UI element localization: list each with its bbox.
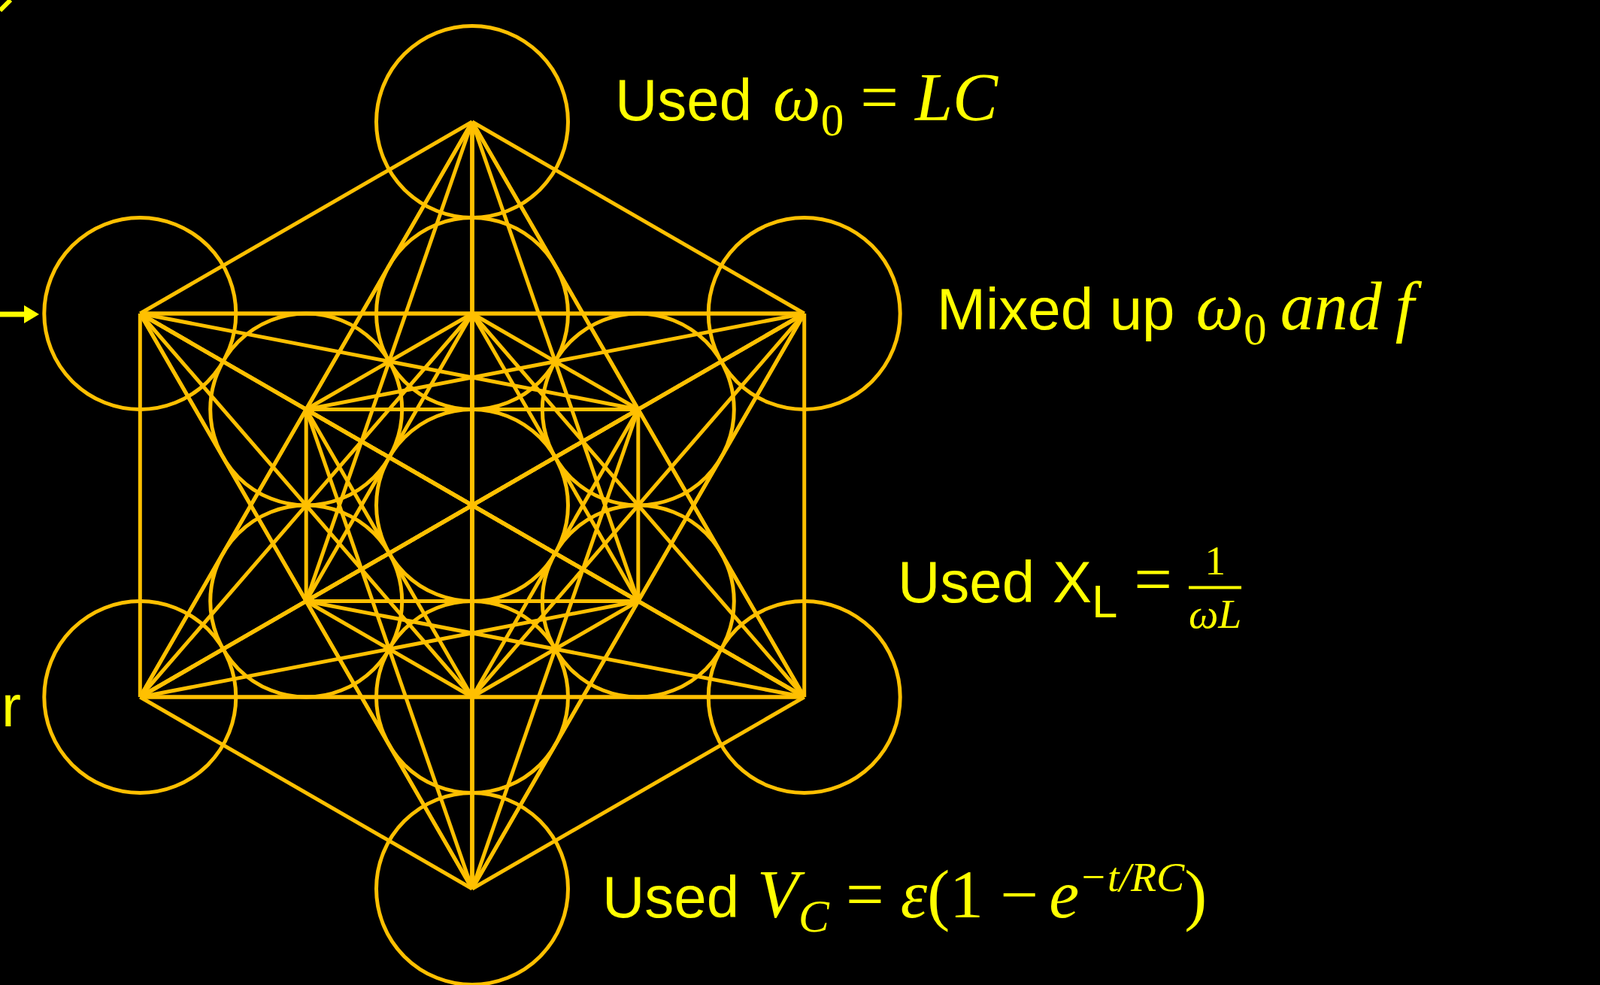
cube-line — [139, 121, 473, 314]
cube-line — [472, 121, 805, 314]
cube-circle — [708, 601, 900, 794]
cube-circle — [542, 313, 734, 506]
formula-row: Usedω0 =LC — [615, 58, 998, 146]
cube-circle — [376, 793, 569, 985]
math-word: and — [1280, 267, 1382, 346]
math-subscript: 0 — [1243, 302, 1267, 355]
formula-row: Mixed up ω0andf — [936, 267, 1415, 355]
math-subscript: C — [798, 889, 830, 943]
note-word: Used — [897, 549, 1035, 618]
cube-line — [139, 312, 804, 316]
note-word: Used — [602, 863, 740, 932]
formula-row: UsedXL = 1 ωL — [897, 538, 1242, 636]
math-symbol: LC — [915, 58, 998, 137]
cube-figure — [44, 26, 900, 985]
cube-line — [139, 313, 804, 697]
math-symbol: e — [1048, 855, 1079, 934]
cube-line — [138, 313, 143, 697]
cube-line — [139, 313, 473, 697]
math-symbol: ω — [1196, 267, 1245, 346]
fraction: 1 ωL — [1188, 538, 1242, 636]
cube-line — [802, 313, 807, 697]
math-symbol: ω — [772, 58, 822, 137]
math-exponent: −t/RC — [1078, 852, 1185, 901]
cube-line — [139, 313, 473, 889]
cube-line — [472, 313, 805, 697]
cube-line — [472, 696, 805, 889]
math-operator: = — [1133, 541, 1173, 620]
fraction-bar — [1188, 585, 1242, 589]
cube-line — [139, 313, 804, 697]
math-operator: = — [845, 855, 885, 934]
cube-circle — [210, 313, 403, 506]
cube-circle — [376, 218, 569, 410]
cube-line — [139, 696, 473, 889]
math-term: (1 − — [927, 855, 1039, 934]
cube-circle — [210, 505, 403, 697]
cube-circle — [708, 218, 900, 410]
math-symbol: ε — [900, 855, 928, 934]
math-symbol: f — [1395, 267, 1415, 346]
math-operator: = — [860, 58, 899, 137]
cube-line — [139, 695, 804, 700]
pointer-arrow — [0, 312, 28, 318]
formula-row: UsedVC =ε(1 −e−t/RC) — [602, 852, 1207, 943]
formula-row: r — [1, 664, 22, 743]
cube-circle — [376, 601, 569, 794]
cube-line — [139, 313, 473, 697]
math-subscript: L — [1091, 575, 1118, 628]
corner-mark — [0, 0, 11, 11]
fraction-denominator: ωL — [1188, 591, 1242, 637]
note-word: Mixed up — [936, 275, 1176, 344]
math-subscript: 0 — [821, 93, 845, 146]
cube-circle — [376, 26, 569, 219]
fraction-numerator: 1 — [1204, 538, 1226, 583]
cube-line — [472, 313, 805, 697]
math-paren: ) — [1184, 855, 1207, 934]
cube-circle — [376, 409, 569, 602]
note-word: Used — [615, 66, 752, 135]
math-symbol: V — [757, 855, 799, 934]
cube-circle — [44, 601, 237, 794]
cube-circle — [44, 218, 237, 410]
pointer-arrow-head — [24, 305, 40, 324]
math-symbol: X — [1052, 549, 1092, 618]
cut-off-text: r — [1, 672, 22, 741]
cube-circle — [542, 505, 734, 697]
